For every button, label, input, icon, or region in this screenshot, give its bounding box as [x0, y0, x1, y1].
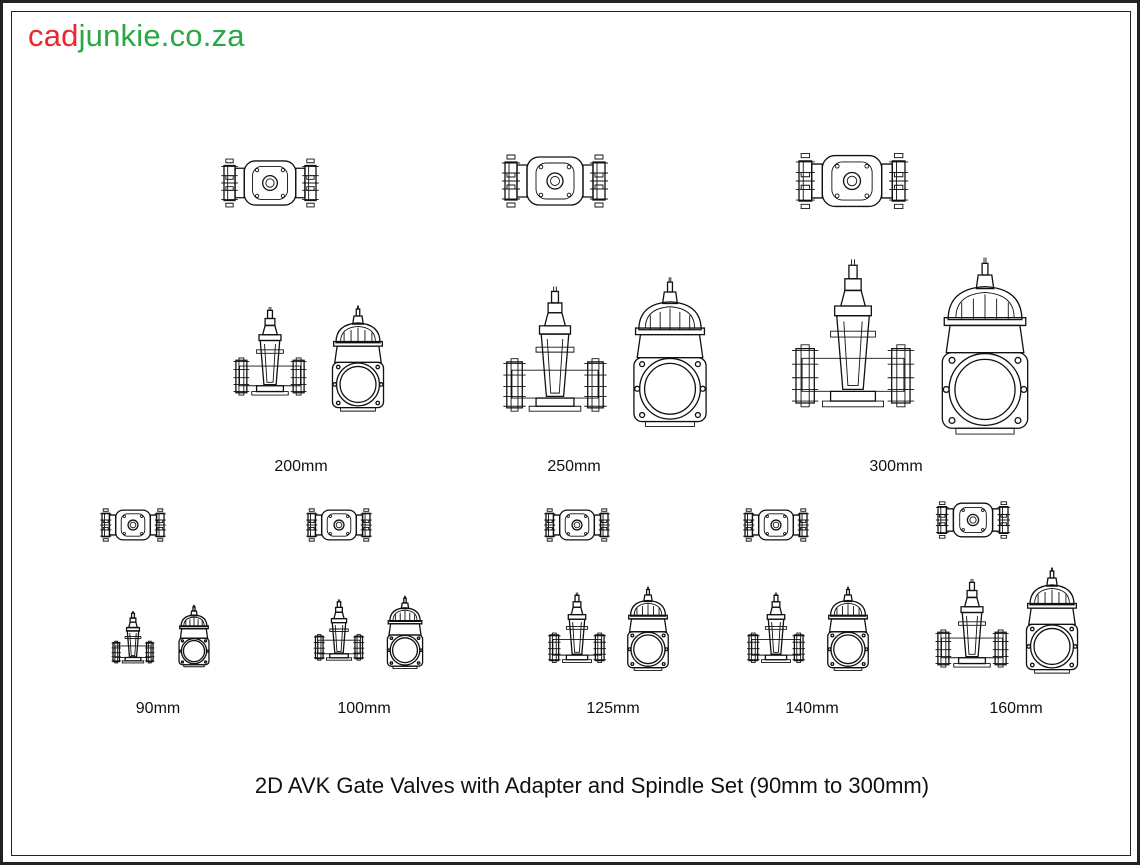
logo-part-cad: cad [28, 18, 79, 53]
logo-part-junkie: junkie [78, 18, 161, 53]
valve-label-250: 250mm [547, 458, 601, 475]
valve-200-side-view [233, 307, 306, 395]
valve-label-100: 100mm [337, 700, 391, 717]
valve-125-top-view [544, 509, 610, 541]
valve-200-top-view [221, 159, 319, 207]
cadjunkie-logo: cadjunkie.co.za [28, 18, 245, 54]
drawing-sheet-inner-border [11, 11, 1131, 856]
valve-label-140: 140mm [785, 700, 839, 717]
valve-300-top-view [796, 153, 908, 208]
valve-250-top-view [502, 155, 608, 207]
valve-label-90: 90mm [135, 700, 181, 717]
valve-label-200: 200mm [274, 458, 328, 475]
valve-140-top-view [743, 509, 809, 541]
valve-100-top-view [306, 509, 372, 541]
valve-125-side-view [548, 593, 606, 663]
valve-label-160: 160mm [989, 700, 1043, 717]
valve-300-side-view [792, 259, 914, 406]
valve-label-300: 300mm [869, 458, 923, 475]
valve-90-side-view [112, 611, 155, 663]
logo-part-domain: .co.za [160, 18, 245, 53]
valve-140-front-view [828, 587, 868, 671]
valve-140-side-view [747, 593, 805, 663]
valve-160-front-view [1026, 568, 1077, 674]
valve-200-front-view [332, 306, 383, 412]
valve-100-side-view [314, 599, 364, 660]
valve-160-side-view [935, 579, 1008, 667]
drawing-caption: 2D AVK Gate Valves with Adapter and Spin… [254, 773, 930, 798]
valve-125-front-view [628, 587, 668, 671]
valve-250-side-view [503, 287, 606, 412]
valve-label-125: 125mm [586, 700, 640, 717]
valve-250-front-view [634, 277, 706, 426]
valve-90-front-view [179, 605, 209, 667]
valve-100-front-view [387, 596, 422, 669]
valve-300-front-view [942, 258, 1027, 435]
valve-160-top-view [936, 502, 1010, 538]
valve-90-top-view [100, 509, 166, 541]
